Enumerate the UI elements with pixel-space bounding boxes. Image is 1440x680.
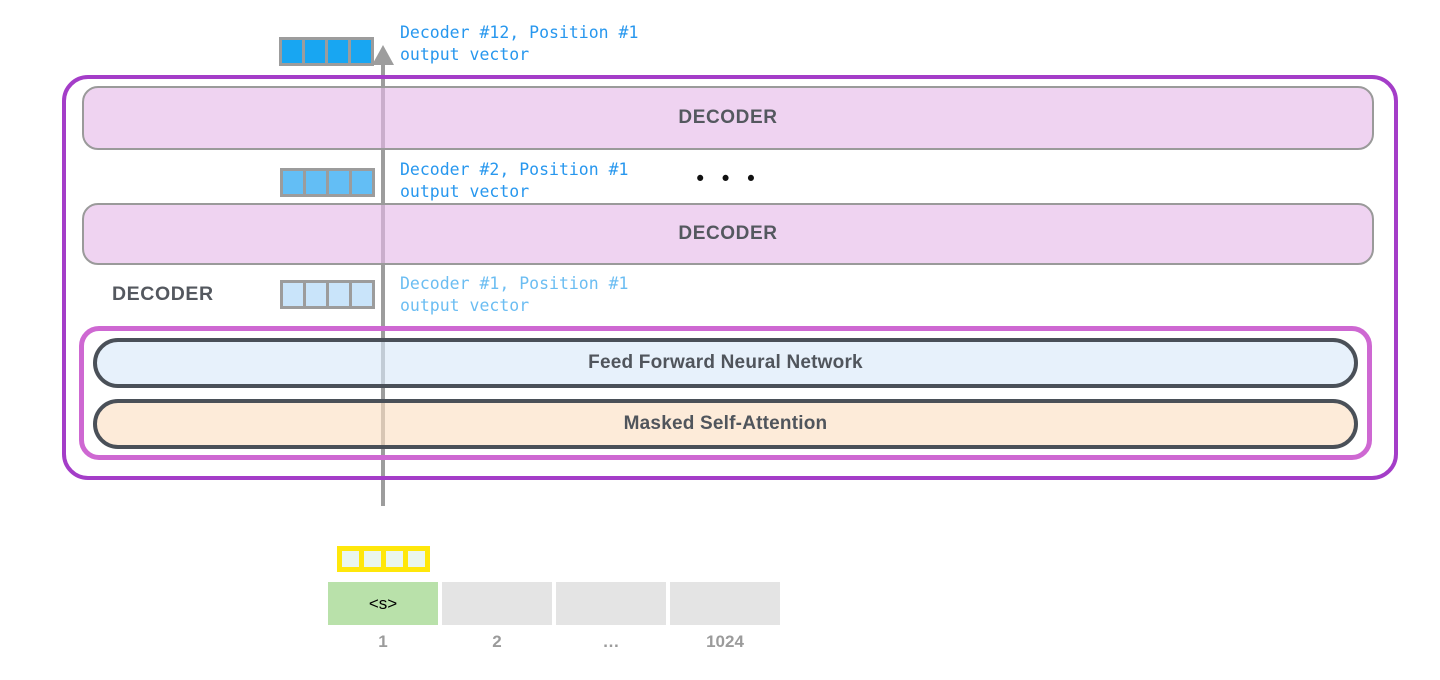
embedding-cell bbox=[342, 551, 359, 567]
masked-self-attention-label: Masked Self-Attention bbox=[623, 413, 828, 434]
decoder-1-expanded-box bbox=[79, 326, 1372, 460]
position-label-row: 1 2 … 1024 bbox=[328, 632, 780, 652]
output-label-line1: Decoder #12, Position #1 bbox=[400, 23, 639, 42]
output-label-decoder-2: Decoder #2, Position #1 output vector bbox=[400, 159, 628, 203]
output-label-line2: output vector bbox=[400, 296, 530, 315]
vector-cell bbox=[283, 171, 303, 194]
token-cell bbox=[556, 582, 666, 625]
feed-forward-bar: Feed Forward Neural Network bbox=[93, 338, 1358, 388]
output-label-line1: Decoder #1, Position #1 bbox=[400, 274, 629, 293]
vector-cell bbox=[283, 283, 303, 306]
position-label: … bbox=[602, 632, 620, 651]
vector-cell bbox=[305, 40, 325, 63]
decoder-caption: DECODER bbox=[112, 283, 214, 305]
embedding-cell bbox=[386, 551, 403, 567]
vector-cell bbox=[351, 40, 371, 63]
token-cell bbox=[670, 582, 780, 625]
position-label: 1 bbox=[378, 632, 388, 651]
vector-cell bbox=[282, 40, 302, 63]
input-embedding-vector bbox=[337, 546, 430, 572]
decoder-bar-2-label: DECODER bbox=[678, 223, 778, 244]
vector-cell bbox=[306, 283, 326, 306]
output-vector-decoder-1 bbox=[280, 280, 375, 309]
flow-arrow-line bbox=[381, 63, 385, 506]
masked-self-attention-bar: Masked Self-Attention bbox=[93, 399, 1358, 449]
token-cell-start: <s> bbox=[328, 582, 438, 625]
decoder-bar-2: DECODER bbox=[82, 203, 1374, 265]
output-vector-decoder-12 bbox=[279, 37, 374, 66]
decoder-bar-12: DECODER bbox=[82, 86, 1374, 150]
vector-cell bbox=[329, 283, 349, 306]
output-label-line2: output vector bbox=[400, 45, 530, 64]
position-label: 2 bbox=[492, 632, 502, 651]
vector-cell bbox=[306, 171, 326, 194]
feed-forward-label: Feed Forward Neural Network bbox=[588, 352, 863, 373]
stack-ellipsis: ••• bbox=[694, 167, 771, 191]
vector-cell bbox=[329, 171, 349, 194]
output-vector-decoder-2 bbox=[280, 168, 375, 197]
vector-cell bbox=[352, 283, 372, 306]
decoder-stack-box bbox=[62, 75, 1398, 480]
output-label-decoder-12: Decoder #12, Position #1 output vector bbox=[400, 22, 638, 66]
token-row: <s> bbox=[328, 582, 780, 625]
embedding-cell bbox=[408, 551, 425, 567]
vector-cell bbox=[328, 40, 348, 63]
vector-cell bbox=[352, 171, 372, 194]
position-label: 1024 bbox=[706, 632, 744, 651]
output-label-line1: Decoder #2, Position #1 bbox=[400, 160, 629, 179]
output-label-decoder-1: Decoder #1, Position #1 output vector bbox=[400, 273, 628, 317]
embedding-cell bbox=[364, 551, 381, 567]
decoder-bar-12-label: DECODER bbox=[678, 107, 778, 128]
token-cell bbox=[442, 582, 552, 625]
output-label-line2: output vector bbox=[400, 182, 530, 201]
arrow-up-icon bbox=[372, 45, 394, 65]
